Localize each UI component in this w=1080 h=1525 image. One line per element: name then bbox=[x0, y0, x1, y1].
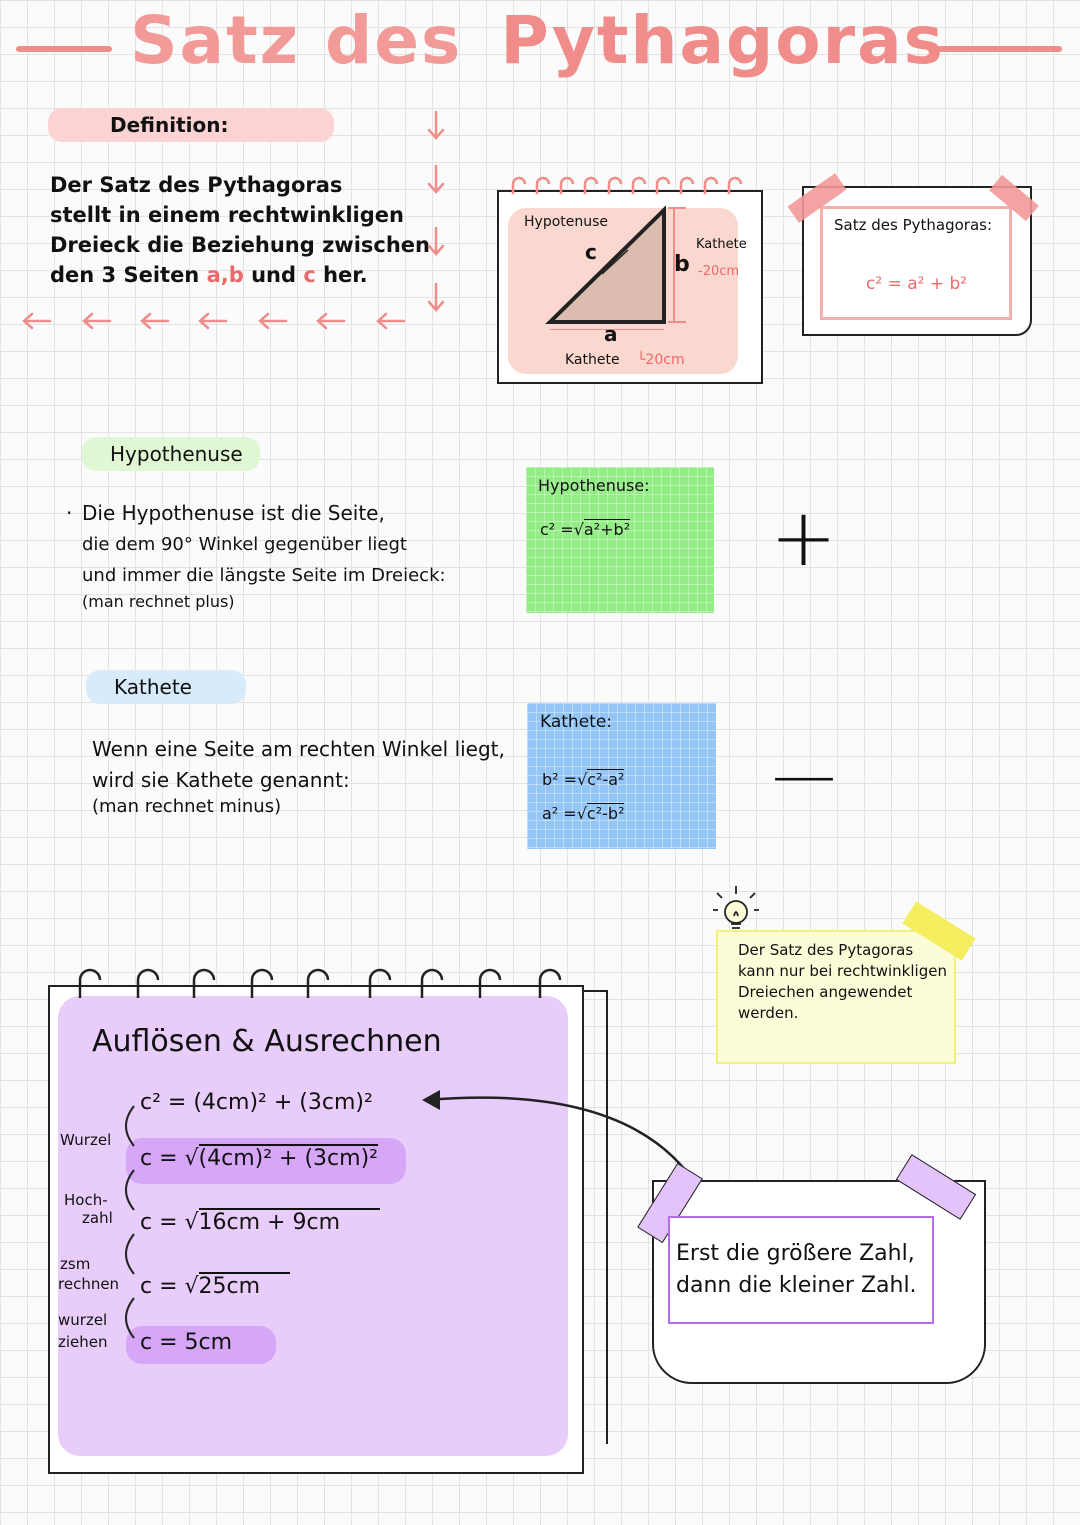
green-box-formula: c² =√a²+b² bbox=[540, 519, 631, 539]
hypothenuse-label: Hypothenuse bbox=[82, 437, 260, 471]
tip-line: kann nur bei rechtwinkligen bbox=[738, 962, 947, 980]
side-b-label: b bbox=[674, 252, 690, 277]
green-formula-lhs: c² = bbox=[540, 520, 574, 539]
blue-f1-rad: c²-a² bbox=[587, 769, 625, 789]
step-5: c = 5cm bbox=[140, 1330, 233, 1355]
label-zsm-2: rechnen bbox=[58, 1275, 120, 1293]
label-hoch-1: Hoch- bbox=[64, 1191, 108, 1209]
step4-rad: 25cm bbox=[198, 1272, 291, 1299]
definition-text: Der Satz des Pythagoras stellt in einem … bbox=[50, 170, 430, 290]
definition-label: Definition: bbox=[48, 108, 334, 142]
kathete-right-value: -20cm bbox=[698, 264, 740, 279]
kathete-line: wird sie Kathete genannt: bbox=[92, 768, 350, 792]
label-hoch-2: zahl bbox=[82, 1209, 113, 1227]
order-note-inner bbox=[668, 1216, 934, 1324]
step3-lhs: c = bbox=[140, 1210, 178, 1235]
def-c: c bbox=[303, 263, 316, 287]
kathete-label: Kathete bbox=[86, 670, 246, 704]
solve-pad-fill bbox=[58, 996, 568, 1456]
green-formula-rad: a²+b² bbox=[583, 519, 631, 539]
kathete-right-label: Kathete bbox=[696, 237, 747, 252]
hypothenuse-line: und immer die längste Seite im Dreieck: bbox=[82, 565, 446, 586]
def-suffix: her. bbox=[315, 263, 368, 287]
definition-line-last: den 3 Seiten a,b und c her. bbox=[50, 260, 430, 290]
step-3: c = √16cm + 9cm bbox=[140, 1208, 381, 1235]
blue-f2-rad: c²-b² bbox=[586, 803, 625, 823]
tip-note bbox=[716, 930, 956, 1064]
kathete-line: (man rechnet minus) bbox=[92, 796, 282, 817]
plus-sign: + bbox=[770, 491, 838, 584]
hypothenuse-bullet: · bbox=[66, 501, 73, 525]
step2-rad: (4cm)² + (3cm)² bbox=[198, 1144, 378, 1171]
pythagoras-formula: c² = a² + b² bbox=[866, 274, 968, 294]
kathete-text: Wenn eine Seite am rechten Winkel liegt,… bbox=[92, 734, 505, 818]
step-5-highlight bbox=[126, 1326, 276, 1364]
title-part2: Pythagoras bbox=[500, 2, 945, 79]
title-rule-left bbox=[16, 46, 112, 52]
def-prefix: den 3 Seiten bbox=[50, 263, 207, 287]
step-brackets bbox=[125, 1105, 135, 1339]
side-c-label: c bbox=[585, 240, 597, 264]
tip-line: werden. bbox=[738, 1004, 799, 1022]
hypothenuse-line: Die Hypothenuse ist die Seite, bbox=[82, 501, 385, 525]
blue-box-formula-1: b² =√c²-a² bbox=[542, 769, 625, 789]
kathete-bottom-label: Kathete bbox=[565, 352, 620, 368]
step3-rad: 16cm + 9cm bbox=[198, 1208, 381, 1235]
kathete-line: Wenn eine Seite am rechten Winkel liegt, bbox=[92, 737, 505, 761]
spiral-binding bbox=[511, 176, 743, 194]
definition-line: stellt in einem rechtwinkligen bbox=[50, 203, 404, 227]
kathete-bottom-value: └20cm bbox=[637, 352, 685, 368]
pad-title: Auflösen & Ausrechnen bbox=[92, 1024, 442, 1059]
definition-arrows bbox=[22, 110, 445, 330]
pad-spiral-binding bbox=[78, 968, 562, 998]
blue-f1-lhs: b² = bbox=[542, 770, 578, 789]
formula-card bbox=[802, 186, 1032, 336]
step-4: c = √25cm bbox=[140, 1272, 291, 1299]
def-und: und bbox=[243, 263, 304, 287]
tip-note-text: Der Satz des Pytagoras kann nur bei rech… bbox=[738, 940, 947, 1024]
step4-lhs: c = bbox=[140, 1274, 178, 1299]
blue-box-label: Kathete: bbox=[540, 712, 613, 732]
step-2-highlight bbox=[126, 1138, 406, 1184]
minus-sign: — bbox=[772, 739, 836, 813]
green-box-label: Hypothenuse: bbox=[538, 476, 650, 495]
kathete-label-text: Kathete bbox=[114, 675, 192, 699]
formula-card-inner bbox=[820, 206, 1012, 320]
definition-line: Der Satz des Pythagoras bbox=[50, 173, 343, 197]
hypotenuse-label: Hypotenuse bbox=[524, 214, 609, 230]
definition-label-text: Definition: bbox=[110, 113, 229, 137]
step-2: c = √(4cm)² + (3cm)² bbox=[140, 1144, 378, 1171]
hypothenuse-text: Die Hypothenuse ist die Seite, die dem 9… bbox=[82, 498, 446, 613]
hypothenuse-label-text: Hypothenuse bbox=[110, 442, 243, 466]
label-zsm-1: zsm bbox=[60, 1255, 91, 1273]
kathete-formula-box bbox=[527, 703, 716, 849]
step-1: c² = (4cm)² + (3cm)² bbox=[140, 1090, 373, 1115]
label-wurzel: Wurzel bbox=[60, 1131, 112, 1149]
tip-line: Der Satz des Pytagoras bbox=[738, 941, 914, 959]
tip-line: Dreiechen angewendet bbox=[738, 983, 913, 1001]
title-part1: Satz des bbox=[130, 2, 463, 79]
side-a-label: a bbox=[604, 322, 618, 346]
title-rule-right bbox=[936, 46, 1062, 52]
hypothenuse-line: die dem 90° Winkel gegenüber liegt bbox=[82, 534, 407, 555]
step2-lhs: c = bbox=[140, 1146, 178, 1171]
order-line-1: Erst die größere Zahl, bbox=[676, 1241, 915, 1266]
definition-line: Dreieck die Beziehung zwischen bbox=[50, 233, 430, 257]
formula-card-label: Satz des Pythagoras: bbox=[834, 216, 992, 234]
def-sides: a,b bbox=[206, 263, 244, 287]
order-note-text: Erst die größere Zahl, dann die kleiner … bbox=[676, 1238, 917, 1302]
label-wurzel-ziehen-1: wurzel bbox=[58, 1311, 108, 1329]
page-title: Satz des Pythagoras bbox=[130, 2, 945, 79]
blue-f2-lhs: a² = bbox=[542, 804, 577, 823]
order-line-2: dann die kleiner Zahl. bbox=[676, 1273, 917, 1298]
hypothenuse-formula-box bbox=[526, 467, 714, 613]
hypothenuse-line: (man rechnet plus) bbox=[82, 592, 235, 611]
right-triangle-icon bbox=[545, 205, 686, 330]
label-wurzel-ziehen-2: ziehen bbox=[58, 1333, 108, 1351]
lightbulb-icon bbox=[713, 886, 759, 929]
blue-box-formula-2: a² =√c²-b² bbox=[542, 803, 625, 823]
